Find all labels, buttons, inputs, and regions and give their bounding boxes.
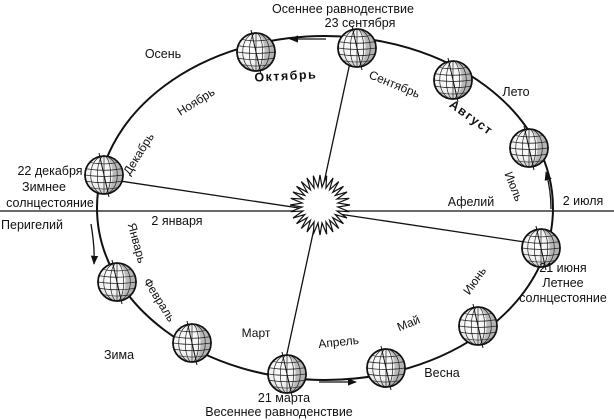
- season-winter: Зима: [104, 348, 134, 362]
- earth-october: [236, 29, 276, 75]
- sun: [289, 174, 351, 236]
- earth-april: [366, 345, 406, 391]
- arrow-right-direction: [544, 171, 552, 210]
- perihelion-label: Перигелий: [1, 218, 63, 232]
- aphelion-date: 2 июля: [563, 194, 604, 208]
- earth-august: [433, 57, 473, 103]
- summer-solstice-title-1: Летнее: [542, 276, 583, 290]
- earth-july: [509, 125, 549, 171]
- month-september: Сентябрь: [367, 68, 422, 101]
- season-spring: Весна: [424, 366, 459, 380]
- earth-february: [172, 320, 212, 366]
- month-june: Июнь: [460, 264, 489, 297]
- sun-disk: [304, 189, 336, 221]
- earth-september: [337, 25, 377, 71]
- month-february: Февраль: [141, 275, 179, 324]
- month-november: Ноябрь: [175, 85, 218, 119]
- spring-equinox-date: 21 марта: [258, 391, 310, 405]
- autumn-equinox-date: 23 сентября: [325, 16, 396, 30]
- earth-positions: [84, 25, 561, 397]
- summer-solstice-title-2: солнцестояние: [519, 291, 607, 305]
- winter-solstice-title-1: Зимнее: [22, 180, 66, 194]
- aphelion-label: Афелий: [448, 195, 495, 209]
- earth-orbit: [96, 35, 554, 381]
- perihelion-date: 2 января: [151, 214, 202, 228]
- earth-june: [521, 225, 561, 271]
- month-july: Июль: [501, 170, 525, 204]
- earth-december: [84, 152, 124, 198]
- month-may: Май: [395, 312, 422, 334]
- earth-january: [97, 259, 137, 305]
- autumn-equinox-title: Осеннее равноденствие: [272, 2, 414, 16]
- month-march: Март: [242, 326, 271, 340]
- earth-march: [267, 351, 307, 397]
- month-january: Январь: [125, 221, 149, 264]
- season-autumn: Осень: [145, 47, 181, 61]
- summer-solstice-date: 21 июня: [539, 261, 586, 275]
- month-april: Апрель: [318, 333, 360, 351]
- month-october: Октябрь: [254, 67, 318, 84]
- month-december: Декабрь: [120, 130, 157, 177]
- earth-may: [458, 303, 498, 349]
- winter-solstice-date: 22 декабря: [17, 164, 82, 178]
- spring-equinox-title: Весеннее равноденствие: [205, 405, 353, 419]
- month-august: Август: [447, 97, 496, 138]
- winter-solstice-title-2: солнцестояние: [6, 196, 94, 210]
- arrow-left-direction: [90, 223, 99, 265]
- season-summer: Лето: [502, 85, 529, 99]
